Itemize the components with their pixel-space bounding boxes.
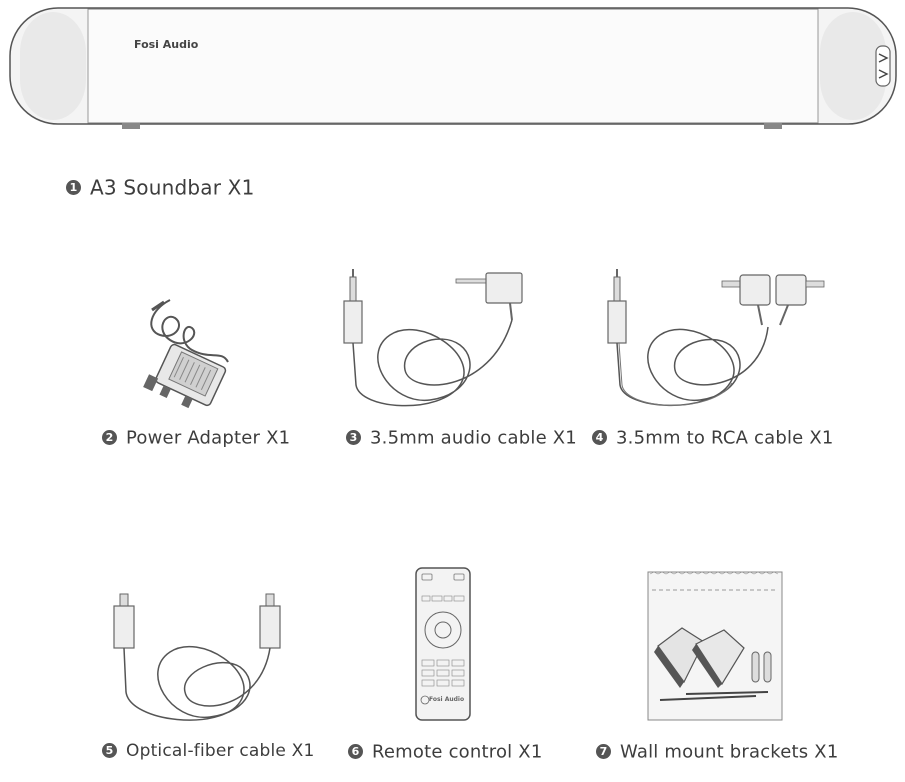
soundbar-illustration — [9, 7, 897, 129]
item-text: Optical-fiber cable X1 — [126, 741, 315, 761]
item-number-badge: 2 — [102, 430, 117, 445]
item-label-audio-cable: 3 3.5mm audio cable X1 — [346, 427, 577, 449]
power-adapter-illustration — [143, 299, 229, 409]
item-text: 3.5mm audio cable X1 — [370, 427, 577, 449]
item-number-badge: 7 — [596, 744, 611, 759]
item-text: Wall mount brackets X1 — [620, 741, 839, 763]
item-text: Remote control X1 — [372, 741, 543, 763]
item-number-badge: 1 — [66, 180, 81, 195]
rca-cable-illustration — [607, 269, 825, 407]
item-number-badge: 5 — [102, 743, 117, 758]
item-number-badge: 6 — [348, 744, 363, 759]
remote-brand-logo: Fosi Audio — [429, 696, 465, 703]
wall-mount-brackets-illustration — [647, 571, 783, 721]
item-label-soundbar: 1 A3 Soundbar X1 — [66, 174, 255, 200]
item-text: 3.5mm to RCA cable X1 — [616, 427, 834, 449]
item-label-power-adapter: 2 Power Adapter X1 — [102, 427, 290, 449]
audio-cable-illustration — [343, 269, 523, 407]
remote-control-illustration — [415, 567, 471, 721]
item-text: Power Adapter X1 — [126, 427, 291, 449]
optical-cable-illustration — [113, 593, 281, 721]
item-label-rca-cable: 4 3.5mm to RCA cable X1 — [592, 427, 834, 449]
item-label-wall-brackets: 7 Wall mount brackets X1 — [596, 741, 839, 763]
item-label-optical-cable: 5 Optical-fiber cable X1 — [102, 741, 315, 761]
item-text: A3 Soundbar X1 — [90, 175, 255, 200]
soundbar-brand-logo: Fosi Audio — [134, 38, 199, 51]
item-number-badge: 3 — [346, 430, 361, 445]
item-label-remote-control: 6 Remote control X1 — [348, 741, 542, 763]
item-number-badge: 4 — [592, 430, 607, 445]
